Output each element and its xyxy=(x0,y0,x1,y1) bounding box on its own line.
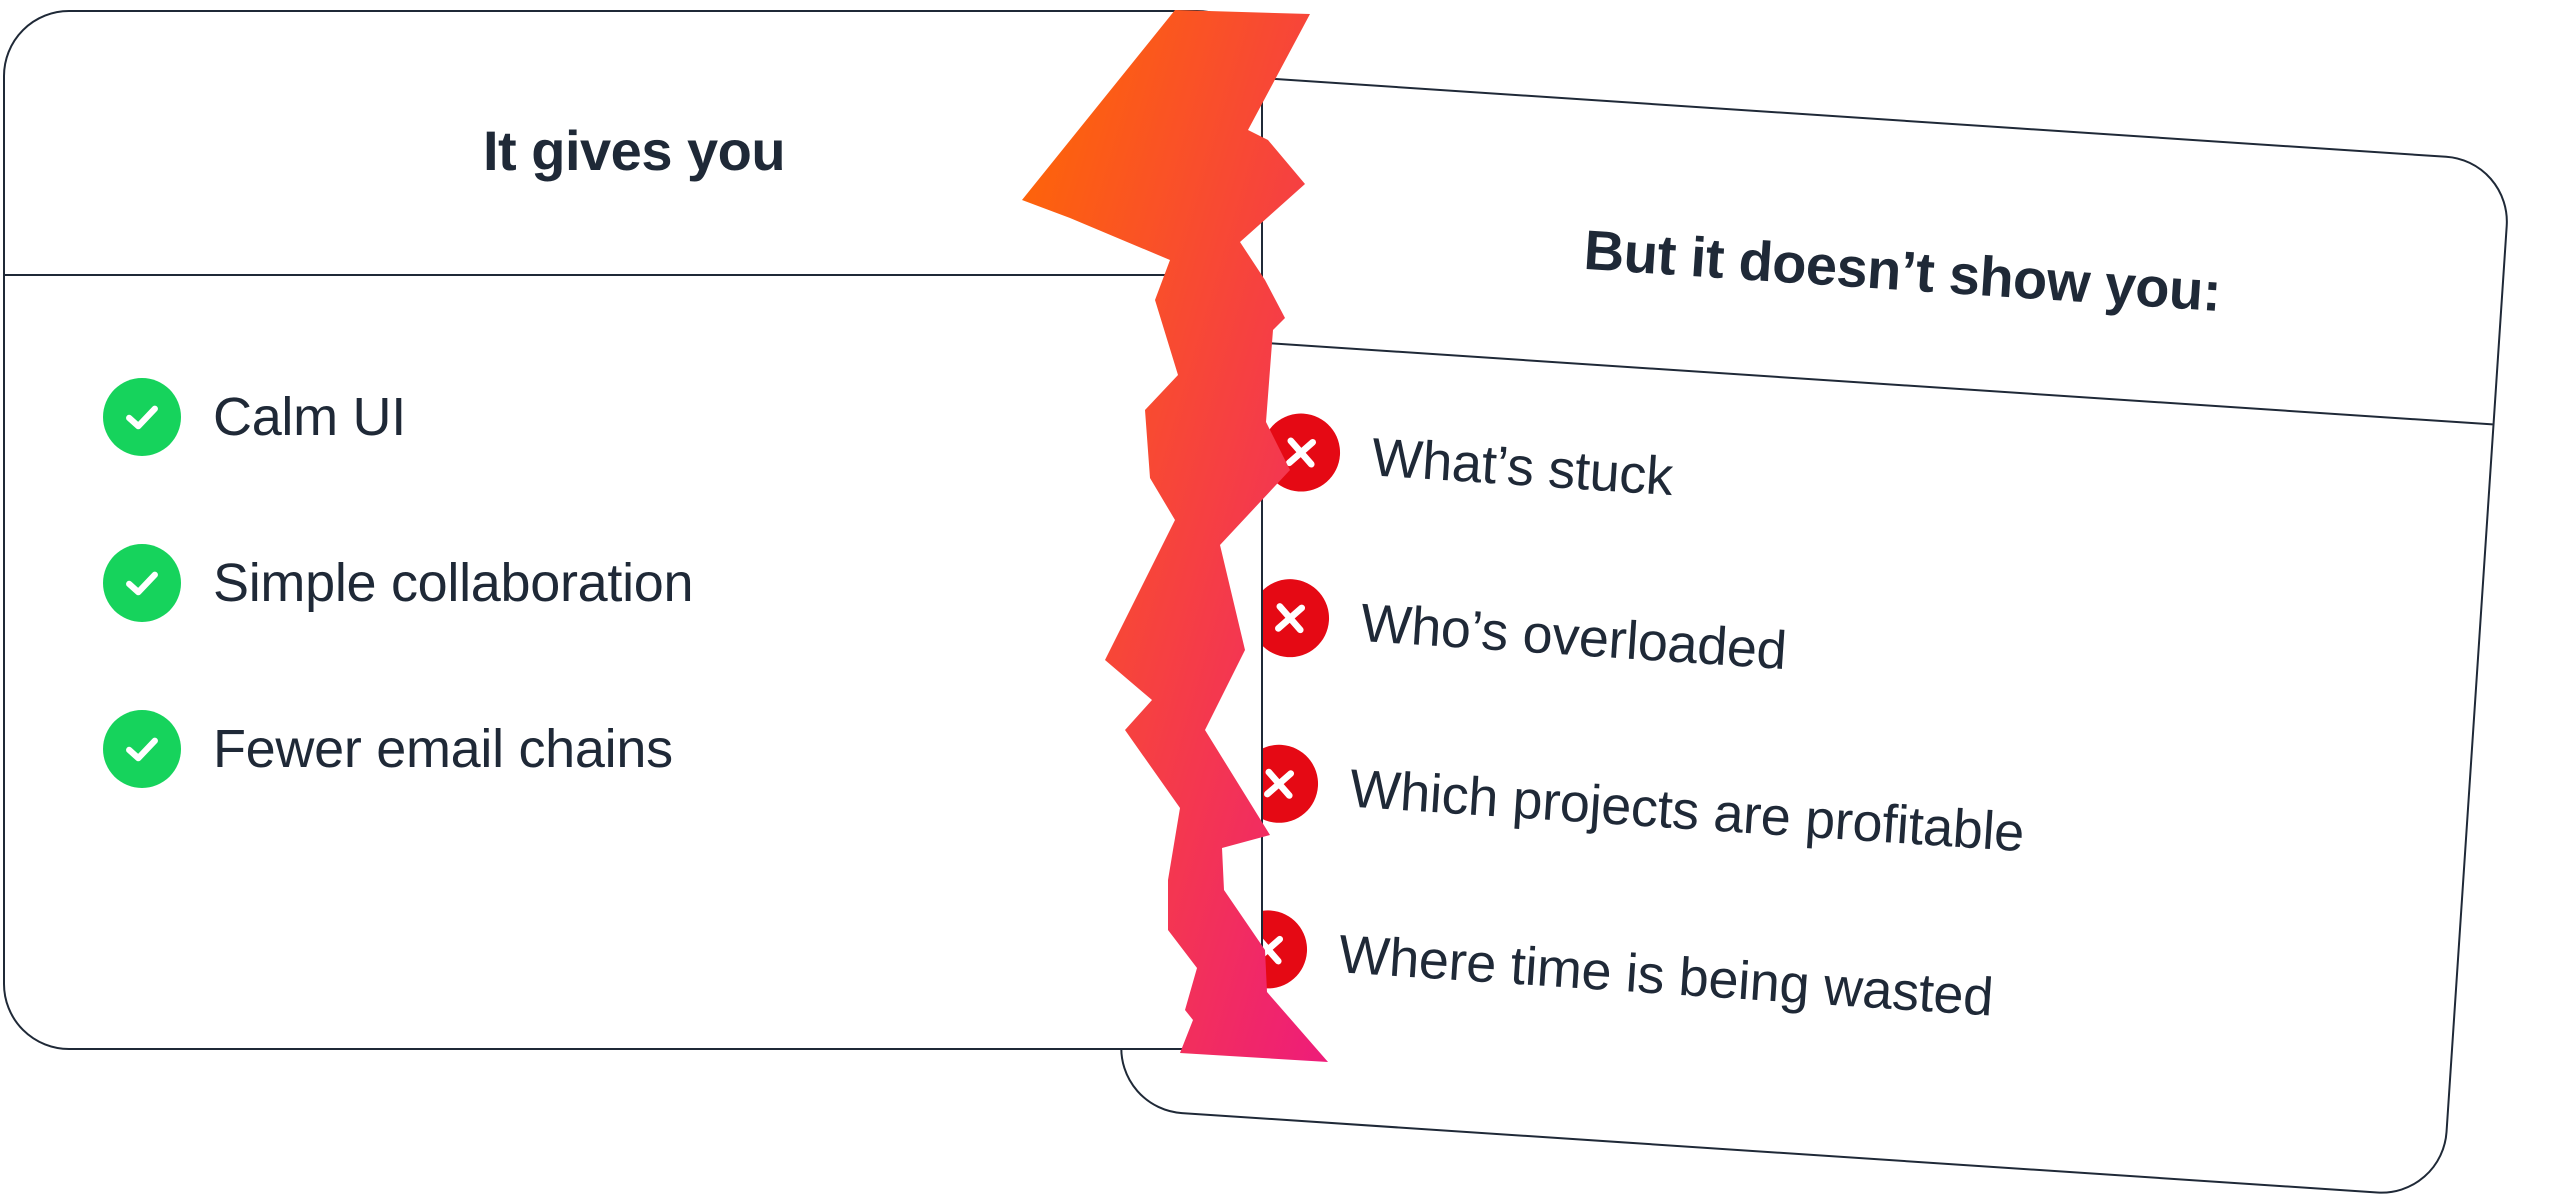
list-item-label: Who’s overloaded xyxy=(1358,592,1789,682)
list-item: Calm UI xyxy=(103,377,1261,457)
list-item-label: Which projects are profitable xyxy=(1347,758,2026,864)
cross-icon xyxy=(1259,411,1343,495)
list-item-label: Simple collaboration xyxy=(213,553,694,613)
check-icon xyxy=(103,710,181,788)
missing-insights-title: But it doesn’t show you: xyxy=(1582,217,2223,324)
list-item: Simple collaboration xyxy=(103,543,1261,623)
missing-insights-header: But it doesn’t show you: xyxy=(1169,74,2510,426)
list-item-label: Fewer email chains xyxy=(213,719,673,779)
check-icon xyxy=(103,544,181,622)
list-item-label: Calm UI xyxy=(213,387,406,447)
check-icon xyxy=(103,378,181,456)
list-item-label: What’s stuck xyxy=(1369,427,1675,508)
missing-insights-card: But it doesn’t show you: What’s stuck Wh… xyxy=(1116,72,2513,1198)
list-item: Fewer email chains xyxy=(103,709,1261,789)
benefits-list: Calm UI Simple collaboration Fewer email… xyxy=(103,377,1261,875)
list-item: Which projects are profitable xyxy=(1237,741,2466,902)
benefits-card: It gives you Calm UI Simple collaboratio… xyxy=(3,10,1263,1050)
benefits-title: It gives you xyxy=(483,119,786,182)
list-item: Where time is being wasted xyxy=(1226,907,2455,1068)
list-item: What’s stuck xyxy=(1259,410,2488,571)
missing-insights-list: What’s stuck Who’s overloaded Which proj… xyxy=(1221,410,2488,1154)
list-item-label: Where time is being wasted xyxy=(1336,924,1995,1028)
list-item: Who’s overloaded xyxy=(1248,576,2477,737)
benefits-header: It gives you xyxy=(5,12,1261,276)
